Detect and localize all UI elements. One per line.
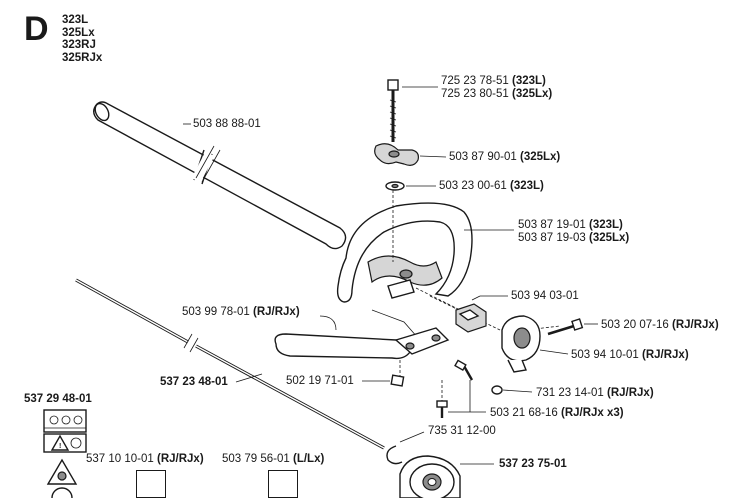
label-circlip: 735 31 12-00 bbox=[428, 425, 496, 437]
label-shaft-tube: 503 88 88-01 bbox=[193, 118, 261, 130]
circlip bbox=[386, 445, 403, 465]
label-loop-handle-323l: 503 87 19-01 (323L) bbox=[518, 219, 623, 231]
wing-knob bbox=[374, 143, 419, 166]
label-small-washer: 731 23 14-01 (RJ/RJx) bbox=[536, 387, 654, 399]
model-item: 325RJx bbox=[62, 51, 103, 64]
screw-right bbox=[547, 318, 584, 336]
model-list: 323L 325Lx 323RJ 325RJx bbox=[62, 14, 102, 64]
shaft-tube bbox=[93, 101, 347, 250]
spacer-bar bbox=[274, 327, 450, 360]
model-item: 323L bbox=[62, 14, 89, 26]
label-washer: 503 23 00-61 (323L) bbox=[439, 180, 544, 192]
warning-label-a-icon bbox=[136, 470, 166, 498]
label-bolt-325lx: 725 23 80-51 (325Lx) bbox=[441, 88, 553, 100]
label-drive-shaft: 537 23 48-01 bbox=[160, 376, 228, 388]
label-screws: 503 21 68-16 (RJ/RJx x3) bbox=[490, 407, 624, 419]
label-wing-knob: 503 87 90-01 (325Lx) bbox=[449, 151, 561, 163]
bolt bbox=[387, 79, 399, 142]
label-warning-b: 503 79 56-01 (L/Lx) bbox=[222, 453, 325, 465]
clamp-housing bbox=[501, 315, 541, 373]
loop-handle bbox=[336, 202, 473, 303]
section-letter: D bbox=[24, 10, 49, 48]
label-warning-a: 537 10 10-01 (RJ/RJx) bbox=[86, 453, 204, 465]
label-bearing-housing: 537 23 75-01 bbox=[499, 458, 567, 470]
small-washer bbox=[491, 385, 503, 395]
label-clamp-housing: 503 94 10-01 (RJ/RJx) bbox=[571, 349, 689, 361]
label-handle-clamp: 503 94 03-01 bbox=[511, 290, 579, 302]
label-nut: 502 19 71-01 bbox=[286, 375, 354, 387]
label-decal-sheet: 537 29 48-01 bbox=[24, 393, 92, 405]
svg-text:!: ! bbox=[59, 443, 61, 450]
handle-clamp bbox=[455, 303, 487, 333]
warning-label-b-icon bbox=[268, 470, 298, 498]
label-screw-right: 503 20 07-16 (RJ/RJx) bbox=[601, 319, 719, 331]
drive-shaft bbox=[75, 278, 385, 450]
model-item: 325Lx bbox=[62, 26, 95, 39]
decal-sheet-icons: ! bbox=[43, 409, 87, 498]
nut bbox=[390, 374, 405, 387]
bearing-housing bbox=[399, 455, 461, 498]
label-spacer: 503 99 78-01 (RJ/RJx) bbox=[182, 306, 300, 318]
washer bbox=[385, 181, 405, 191]
label-loop-handle-325lx: 503 87 19-03 (325Lx) bbox=[518, 232, 630, 244]
screws bbox=[436, 359, 474, 418]
label-bolt-323l: 725 23 78-51 (323L) bbox=[441, 75, 546, 87]
model-item: 323RJ bbox=[62, 39, 96, 51]
